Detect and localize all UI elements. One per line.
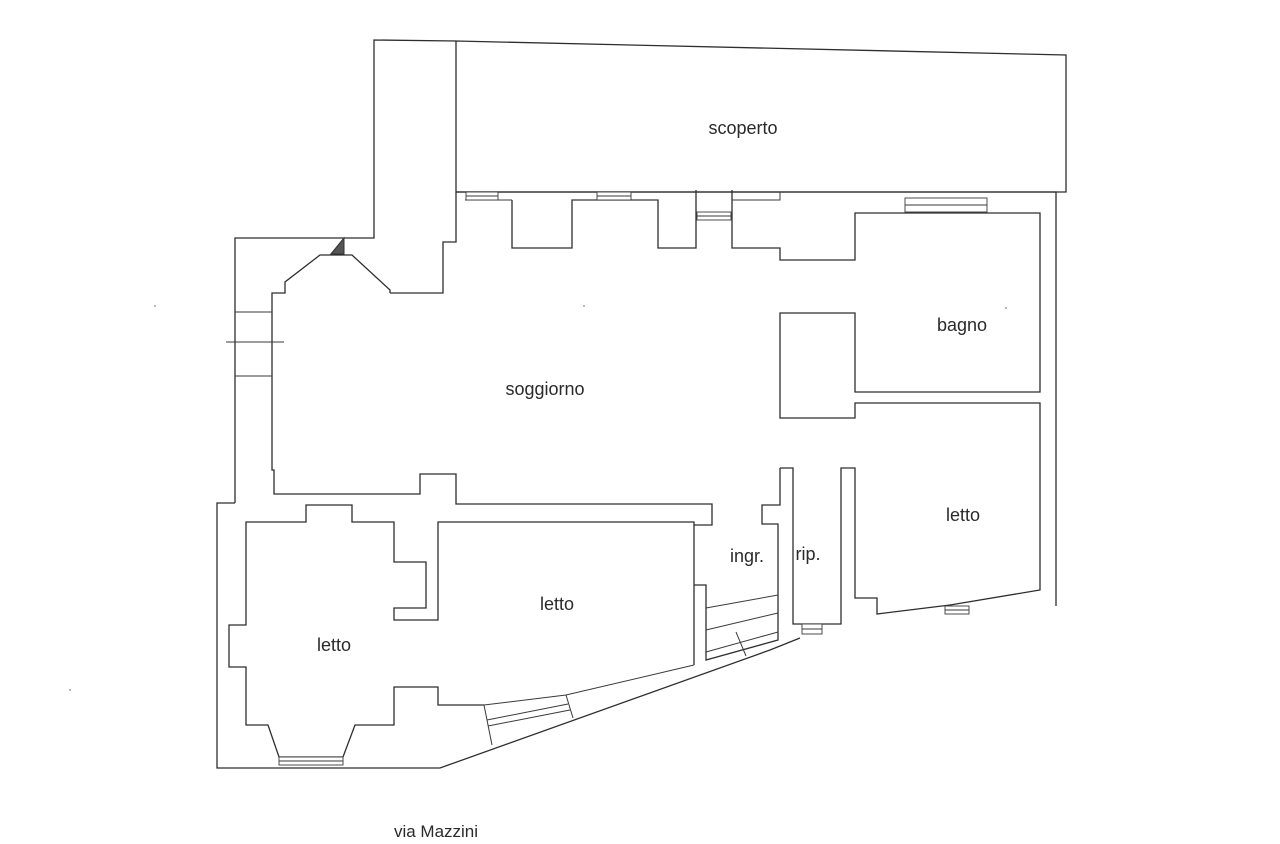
street-label: via Mazzini	[394, 822, 478, 841]
room-label-scoperto: scoperto	[708, 118, 777, 138]
speck	[154, 305, 156, 307]
windows	[278, 191, 988, 766]
speck	[1005, 307, 1007, 309]
corridor-window	[483, 694, 574, 746]
room-label-letto-west: letto	[317, 635, 351, 655]
north-wall	[271, 190, 1057, 625]
room-label-ingresso: ingr.	[730, 546, 764, 566]
courtyard-outline	[234, 39, 1067, 503]
room-label-letto-east: letto	[946, 505, 980, 525]
room-label-soggiorno: soggiorno	[505, 379, 584, 399]
speck	[583, 305, 585, 307]
room-label-letto-middle: letto	[540, 594, 574, 614]
entrance-walls	[483, 467, 800, 706]
speck	[69, 689, 71, 691]
room-label-bagno: bagno	[937, 315, 987, 335]
room-label-ripostiglio: rip.	[795, 544, 820, 564]
